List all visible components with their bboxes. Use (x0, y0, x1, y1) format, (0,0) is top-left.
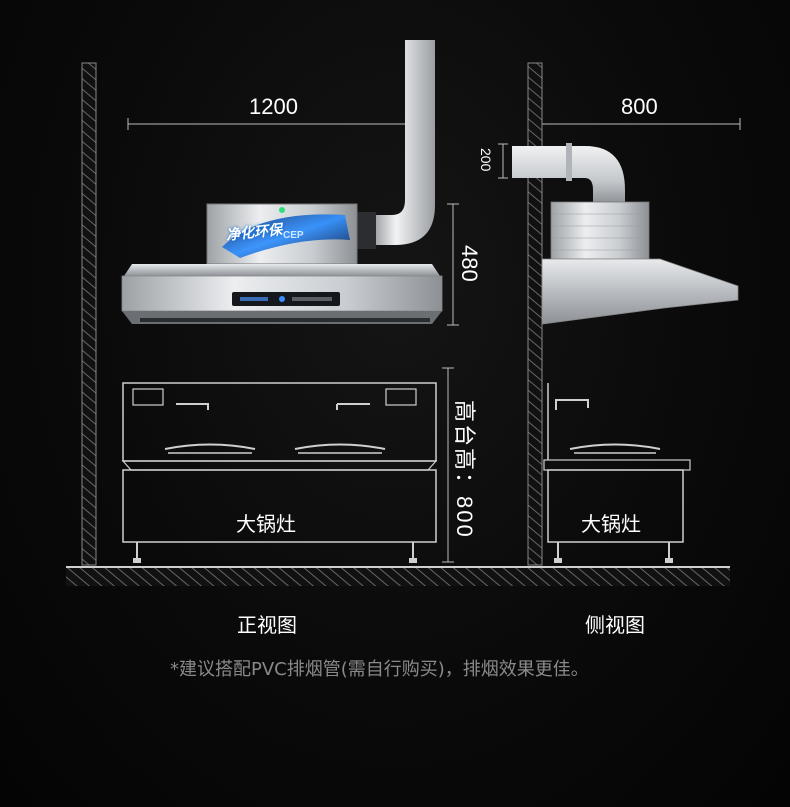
floor-hatch (66, 568, 730, 586)
hood-height-label: 480 (457, 245, 482, 282)
stove-height-label: 高台高：800 (452, 400, 477, 539)
side-width-label: 800 (621, 94, 658, 119)
purifier-graphic (222, 214, 350, 258)
side-view-caption: 侧视图 (585, 613, 645, 637)
duct-collar (356, 212, 376, 249)
front-stove (121, 382, 438, 563)
range-hood-side (541, 258, 739, 325)
side-purifier-box (550, 201, 650, 260)
side-stove-label: 大锅灶 (581, 512, 641, 536)
duct-height-label: 200 (478, 148, 494, 172)
front-width-label: 1200 (249, 94, 298, 119)
front-stove-label: 大锅灶 (236, 512, 296, 536)
front-view-caption: 正视图 (237, 613, 297, 637)
installation-footnote: *建议搭配PVC排烟管(需自行购买)，排烟效果更佳。 (170, 659, 589, 680)
front-exhaust-duct (370, 40, 435, 245)
hood-top-lip (124, 264, 440, 276)
side-wall (527, 62, 543, 566)
front-wall (81, 62, 97, 566)
side-stove (543, 383, 691, 563)
purifier-logo: CEP (283, 230, 304, 241)
hood-bottom-edge (122, 311, 442, 324)
hood-control-panel (232, 292, 340, 306)
